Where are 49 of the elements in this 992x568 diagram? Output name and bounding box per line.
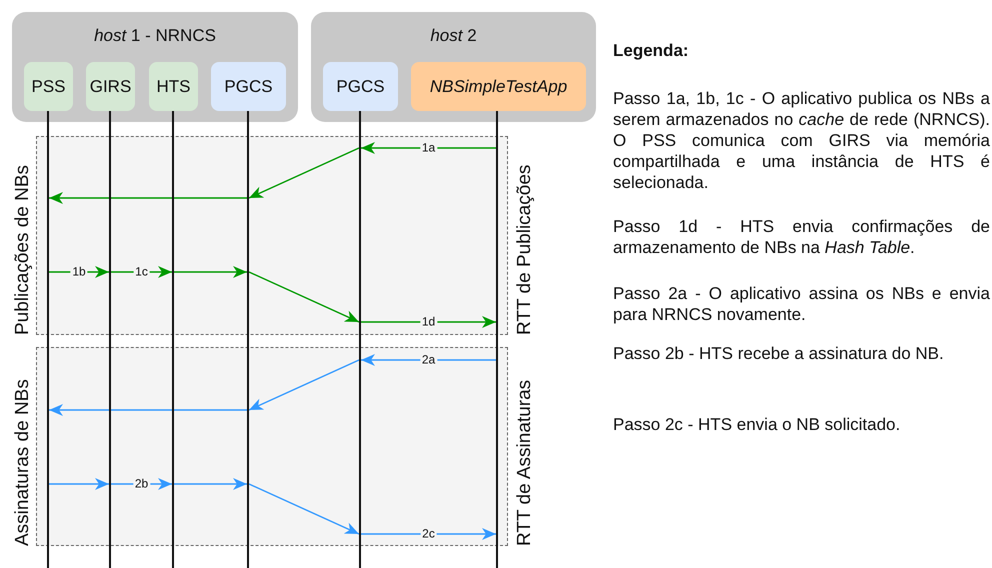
edge-label: 2b xyxy=(132,478,150,490)
host-box xyxy=(311,12,596,122)
message-arrow xyxy=(49,478,109,490)
message-arrow xyxy=(361,316,496,328)
host-box xyxy=(12,12,298,122)
message-arrow xyxy=(248,271,360,323)
legend-heading: Legenda: xyxy=(613,40,690,61)
application-box: NBSimpleTestApp xyxy=(411,62,586,111)
message-arrow xyxy=(49,404,247,416)
edge-label: 1b xyxy=(70,266,88,278)
lifeline xyxy=(247,111,249,568)
section-label: Assinaturas de NBs xyxy=(12,378,34,546)
message-arrow xyxy=(248,359,360,411)
component-box: PGCS xyxy=(323,62,398,111)
component-box: GIRS xyxy=(86,62,135,111)
lifeline xyxy=(109,111,111,568)
section-label: RTT de Publicações xyxy=(514,164,536,335)
legend-text: Passo 2a - O aplicativo assina os NBs e envia para NRNCS novamente. xyxy=(613,283,990,325)
message-arrow xyxy=(49,266,109,278)
legend-text: Passo 2c - HTS envia o NB solicitado. xyxy=(613,414,902,435)
edge-label: 2a xyxy=(420,354,438,366)
message-arrow xyxy=(248,147,360,199)
component-box: PSS xyxy=(24,62,73,111)
section-label: RTT de Assinaturas xyxy=(514,378,536,546)
message-arrow xyxy=(361,528,496,540)
lifeline xyxy=(359,111,361,568)
message-arrow xyxy=(361,142,496,154)
message-arrow xyxy=(361,354,496,366)
message-arrow xyxy=(111,478,172,490)
legend-text: Passo 2b - HTS recebe a assinatura do NB. xyxy=(613,343,945,364)
message-arrow xyxy=(174,266,247,278)
message-arrow xyxy=(248,483,360,535)
legend-text: Passo 1d - HTS envia confirmações de armazenamento de NBs na Hash Table. xyxy=(613,216,990,258)
message-arrow xyxy=(49,192,247,204)
component-box: PGCS xyxy=(211,62,286,111)
lifeline xyxy=(496,111,498,568)
lifeline xyxy=(172,111,174,568)
lifeline xyxy=(47,111,49,568)
message-arrow xyxy=(111,266,172,278)
legend-text: Passo 1a, 1b, 1c - O aplicativo publica os NBs a serem armazenados no cache de rede (NRNCS). O PSS comunica com GIRS via memória compartilhada e uma instância de HTS é selecionada. xyxy=(613,88,990,193)
section-label: Publicações de NBs xyxy=(12,164,34,335)
message-arrow xyxy=(174,478,247,490)
component-box: HTS xyxy=(149,62,198,111)
edge-label: 1c xyxy=(133,266,150,278)
edge-label: 2c xyxy=(420,528,437,540)
edge-label: 1a xyxy=(420,142,438,154)
host-title: host 1 - NRNCS xyxy=(93,26,217,46)
host-title: host 2 xyxy=(429,26,478,46)
edge-label: 1d xyxy=(420,316,438,328)
